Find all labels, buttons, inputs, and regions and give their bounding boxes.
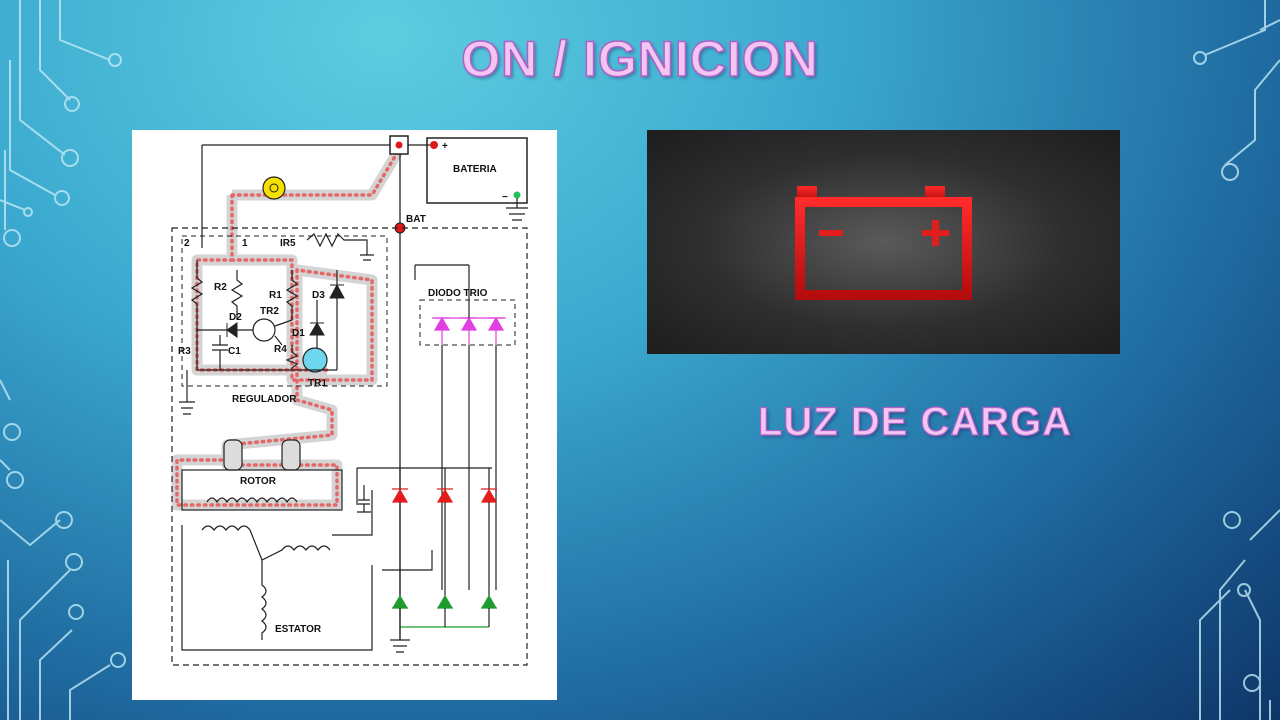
circuit-decoration-icon bbox=[0, 0, 126, 720]
battery-positive-terminal bbox=[430, 141, 438, 149]
positive-rectifier-diodes bbox=[391, 488, 498, 503]
rotor-brush-1 bbox=[223, 439, 243, 471]
rotor-coil bbox=[206, 497, 298, 504]
circuit-decoration-icon bbox=[1193, 0, 1280, 720]
tr1-transistor bbox=[302, 347, 328, 373]
bat-label: BAT bbox=[406, 214, 426, 225]
diode-trio-diodes bbox=[432, 316, 506, 345]
ir5-label: IR5 bbox=[280, 238, 296, 249]
rotor-block bbox=[181, 469, 343, 511]
battery-warning-panel bbox=[647, 130, 1120, 354]
c1-label: C1 bbox=[228, 346, 241, 357]
r2-label: R2 bbox=[214, 282, 227, 293]
charge-light-caption: LUZ DE CARGA bbox=[757, 399, 1073, 444]
charge-warning-lamp bbox=[262, 176, 286, 200]
slide-title: ON / IGNICION bbox=[461, 30, 819, 88]
d3-label: D3 bbox=[312, 290, 325, 301]
rotor-label: ROTOR bbox=[240, 476, 277, 487]
d2-diode bbox=[226, 322, 238, 338]
battery-warning-icon bbox=[795, 186, 972, 300]
c1-capacitor bbox=[212, 335, 228, 370]
wiring-schematic: + BATERIA − BAT REGULADOR 2 1 IR5 R2 R1 bbox=[171, 135, 528, 666]
terminal-2-label: 2 bbox=[184, 238, 190, 249]
alternator-housing bbox=[171, 227, 528, 666]
terminal-1-label: 1 bbox=[242, 238, 248, 249]
r1-resistor bbox=[285, 270, 299, 320]
stator-label: ESTATOR bbox=[275, 624, 322, 635]
r2-resistor bbox=[190, 260, 204, 370]
current-path-highlight bbox=[171, 145, 405, 511]
battery-minus-label: − bbox=[502, 192, 508, 203]
diode-trio-block bbox=[419, 299, 516, 346]
r4-resistor bbox=[285, 345, 299, 370]
stator-coils bbox=[201, 525, 331, 640]
rotor-brush-2 bbox=[281, 439, 301, 471]
battery-symbol bbox=[426, 137, 528, 204]
r1-label: R1 bbox=[269, 290, 282, 301]
ir5-resistor bbox=[306, 232, 374, 261]
battery-label: BATERIA bbox=[453, 164, 497, 175]
battery-negative-terminal bbox=[513, 191, 521, 199]
battery-plus-label: + bbox=[442, 141, 448, 152]
regulator-label: REGULADOR bbox=[232, 394, 297, 405]
d1-diode bbox=[309, 322, 325, 336]
d1-label: D1 bbox=[292, 328, 305, 339]
r3-label: R3 bbox=[178, 346, 191, 357]
d2-label: D2 bbox=[229, 312, 242, 323]
d3-diode bbox=[329, 283, 345, 299]
r4-label: R4 bbox=[274, 344, 287, 355]
regulator-block bbox=[181, 235, 388, 387]
tr2-label: TR2 bbox=[260, 306, 279, 317]
alternator-wiring-diagram: + BATERIA − BAT REGULADOR 2 1 IR5 R2 R1 bbox=[132, 130, 557, 700]
tr2-transistor bbox=[252, 318, 276, 342]
diode-trio-label: DIODO TRIO bbox=[428, 288, 488, 299]
tr1-label: TR1 bbox=[308, 378, 327, 389]
